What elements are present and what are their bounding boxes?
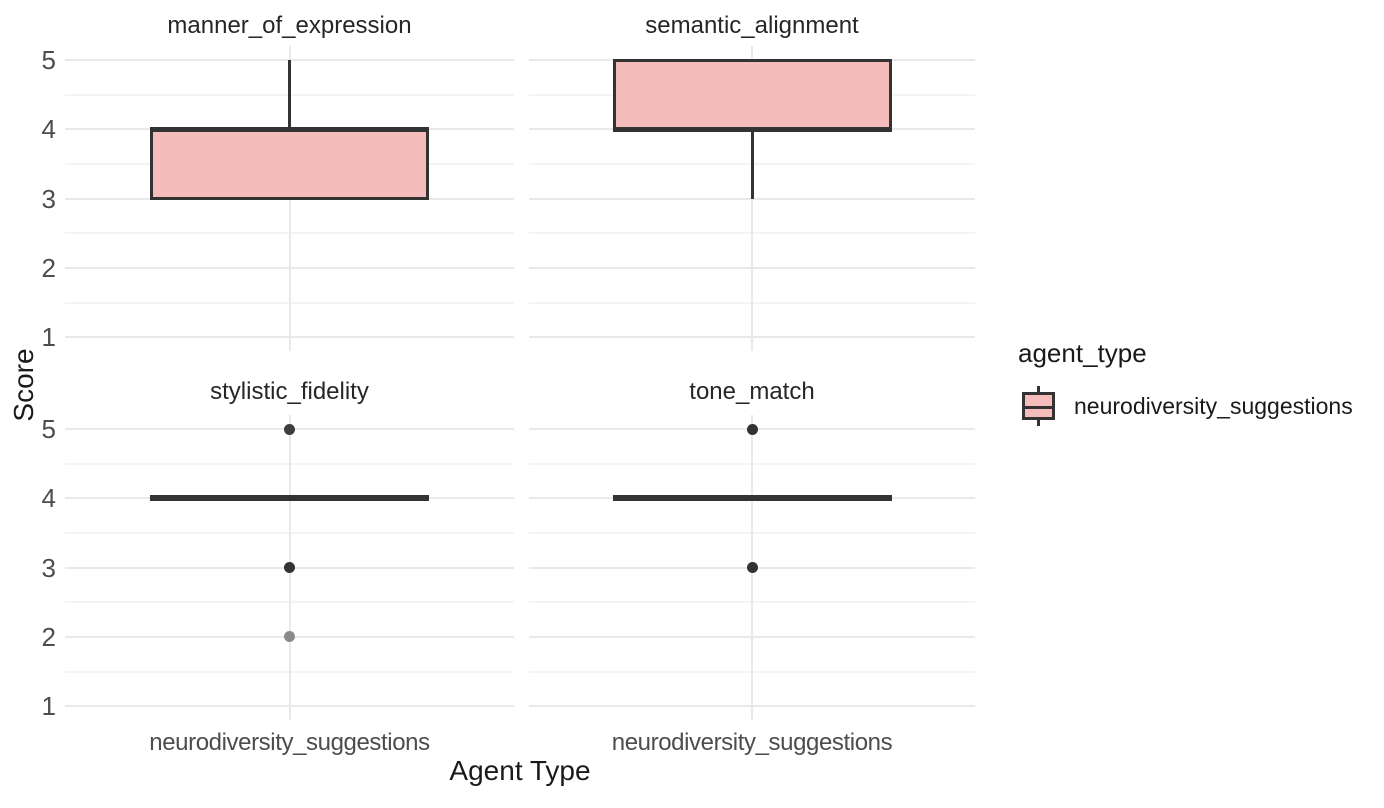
boxplot-lower-whisker [750, 129, 754, 199]
legend-item-label: neurodiversity_suggestions [1074, 392, 1353, 419]
legend-title: agent_type [1018, 338, 1147, 368]
boxplot-median-collapsed [150, 495, 429, 502]
y-tick-label: 5 [41, 45, 56, 75]
y-tick-label: 4 [41, 483, 56, 514]
y-tick-label: 3 [41, 183, 56, 214]
outlier-point [284, 631, 295, 643]
outlier-point [284, 423, 295, 435]
boxplot-median-collapsed [612, 495, 892, 502]
facet-strip-title: semantic_alignment [645, 12, 859, 39]
x-tick-label: neurodiversity_suggestions [149, 729, 430, 756]
legend: agent_type neurodiversity_suggestions [1018, 336, 1353, 428]
boxplot-key-median [1025, 406, 1052, 409]
y-tick-label: 1 [41, 322, 56, 353]
facet-strip-title: tone_match [689, 378, 815, 405]
y-tick-label: 1 [41, 691, 56, 722]
boxplot-box [150, 127, 429, 201]
y-tick-label: 5 [41, 414, 56, 444]
facet-panel [65, 415, 514, 721]
outlier-point [746, 562, 758, 574]
x-axis-title: Agent Type [449, 755, 591, 786]
boxplot-box [612, 58, 892, 131]
y-tick-label: 4 [41, 114, 56, 145]
gridline-x-category [751, 46, 753, 352]
boxplot-key-icon [1022, 384, 1056, 428]
boxplot-key-box [1022, 392, 1055, 420]
outlier-point [284, 562, 295, 574]
x-tick-label: neurodiversity_suggestions [611, 729, 893, 756]
y-tick-label: 2 [41, 252, 56, 283]
outlier-point [746, 423, 758, 435]
boxplot-median [150, 126, 429, 132]
facet-strip-title: stylistic_fidelity [210, 378, 369, 405]
y-tick-label: 3 [41, 552, 56, 583]
legend-item: neurodiversity_suggestions [1018, 384, 1353, 428]
facet-strip-title: manner_of_expression [167, 12, 412, 39]
facet-panel [529, 415, 975, 721]
y-tick-label: 2 [41, 621, 56, 652]
facet-panel [65, 46, 514, 352]
boxplot-median [612, 126, 892, 132]
boxplot-upper-whisker [288, 60, 291, 130]
facet-panel [529, 46, 975, 352]
